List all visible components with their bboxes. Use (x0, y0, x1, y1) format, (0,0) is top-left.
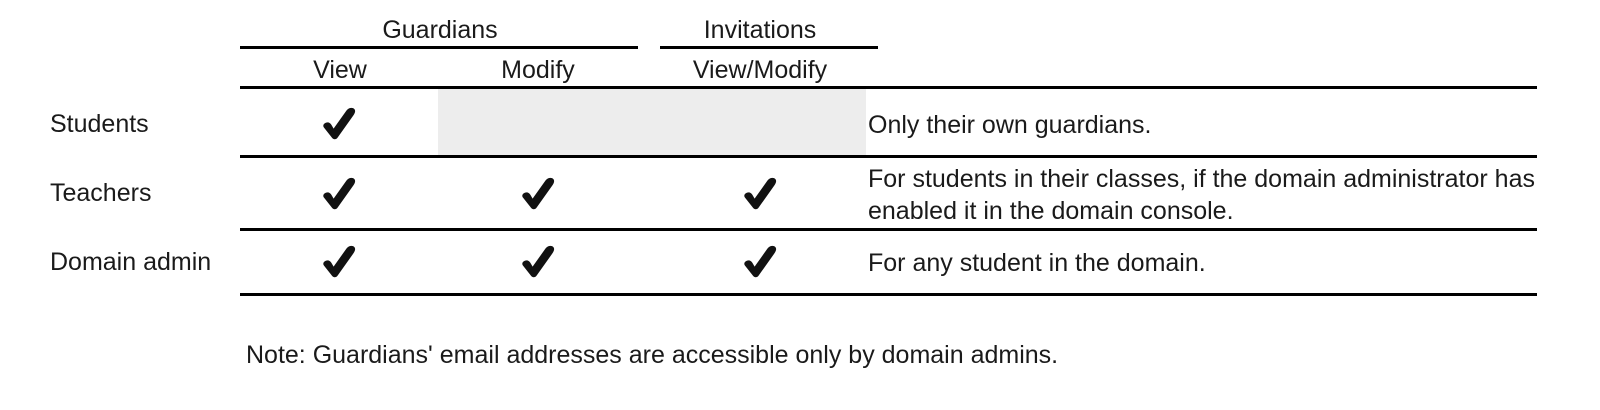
group-rule-guardians (240, 46, 638, 49)
check-icon-students-guardians-view (315, 100, 361, 146)
check-icon-teachers-guardians-view (315, 170, 361, 216)
column-header-view: View (313, 56, 367, 84)
row-description-domain-admin: For any student in the domain. (868, 249, 1206, 277)
group-rule-invitations (660, 46, 878, 49)
check-icon-domain-admin-guardians-view (315, 238, 361, 284)
table-bottom-rule (240, 293, 1537, 296)
shaded-cell-students-no-access (438, 89, 866, 155)
header-bottom-rule (240, 86, 1537, 89)
footnote: Note: Guardians' email addresses are acc… (246, 341, 1059, 369)
column-header-modify: Modify (501, 56, 575, 84)
row-label-students: Students (50, 110, 149, 138)
column-group-label-guardians: Guardians (382, 16, 498, 44)
check-icon-domain-admin-invitations-view-modify (736, 238, 782, 284)
row-description-teachers: For students in their classes, if the do… (868, 165, 1535, 225)
row-rule-after-students (240, 155, 1537, 158)
column-group-label-invitations: Invitations (703, 16, 817, 44)
row-rule-after-teachers (240, 228, 1537, 231)
column-header-view-modify: View/Modify (692, 56, 828, 84)
check-icon-domain-admin-guardians-modify (514, 238, 560, 284)
check-icon-teachers-guardians-modify (514, 170, 560, 216)
row-description-students: Only their own guardians. (868, 111, 1152, 139)
check-icon-teachers-invitations-view-modify (736, 170, 782, 216)
row-label-domain-admin: Domain admin (50, 248, 212, 276)
row-label-teachers: Teachers (50, 179, 152, 207)
